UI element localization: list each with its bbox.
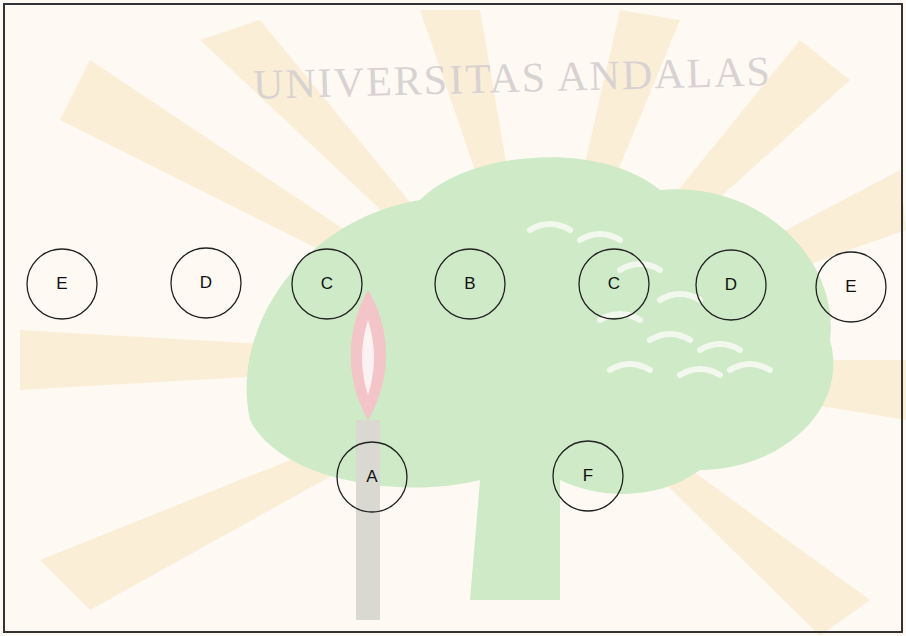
circle-outline bbox=[435, 249, 505, 319]
node-letter: E bbox=[845, 277, 856, 297]
circle-outline bbox=[696, 250, 766, 320]
letter-circle: D bbox=[695, 249, 767, 321]
letter-circle: C bbox=[291, 248, 363, 320]
watermark-text: UNIVERSITAS ANDALAS bbox=[252, 47, 772, 109]
letter-circle: F bbox=[552, 440, 624, 512]
letter-circle: E bbox=[815, 251, 887, 323]
circle-outline bbox=[337, 442, 407, 512]
node-letter: A bbox=[366, 467, 377, 487]
node-letter: B bbox=[464, 274, 475, 294]
letter-circle: A bbox=[336, 441, 408, 513]
circle-outline bbox=[579, 249, 649, 319]
circle-outline bbox=[816, 252, 886, 322]
tree bbox=[247, 157, 834, 600]
node-letter: F bbox=[583, 466, 593, 486]
torch bbox=[351, 290, 386, 620]
node-letter: E bbox=[56, 274, 67, 294]
letter-circle: C bbox=[578, 248, 650, 320]
sun-rays bbox=[20, 10, 906, 636]
circle-outline bbox=[171, 248, 241, 318]
letter-circle: B bbox=[434, 248, 506, 320]
node-letter: C bbox=[321, 274, 333, 294]
circle-outline bbox=[553, 441, 623, 511]
frame-border bbox=[4, 4, 902, 632]
letter-circle: E bbox=[26, 248, 98, 320]
node-letter: D bbox=[725, 275, 737, 295]
node-letter: C bbox=[608, 274, 620, 294]
node-letter: D bbox=[200, 273, 212, 293]
circle-outline bbox=[27, 249, 97, 319]
circle-outline bbox=[292, 249, 362, 319]
letter-circle: D bbox=[170, 247, 242, 319]
